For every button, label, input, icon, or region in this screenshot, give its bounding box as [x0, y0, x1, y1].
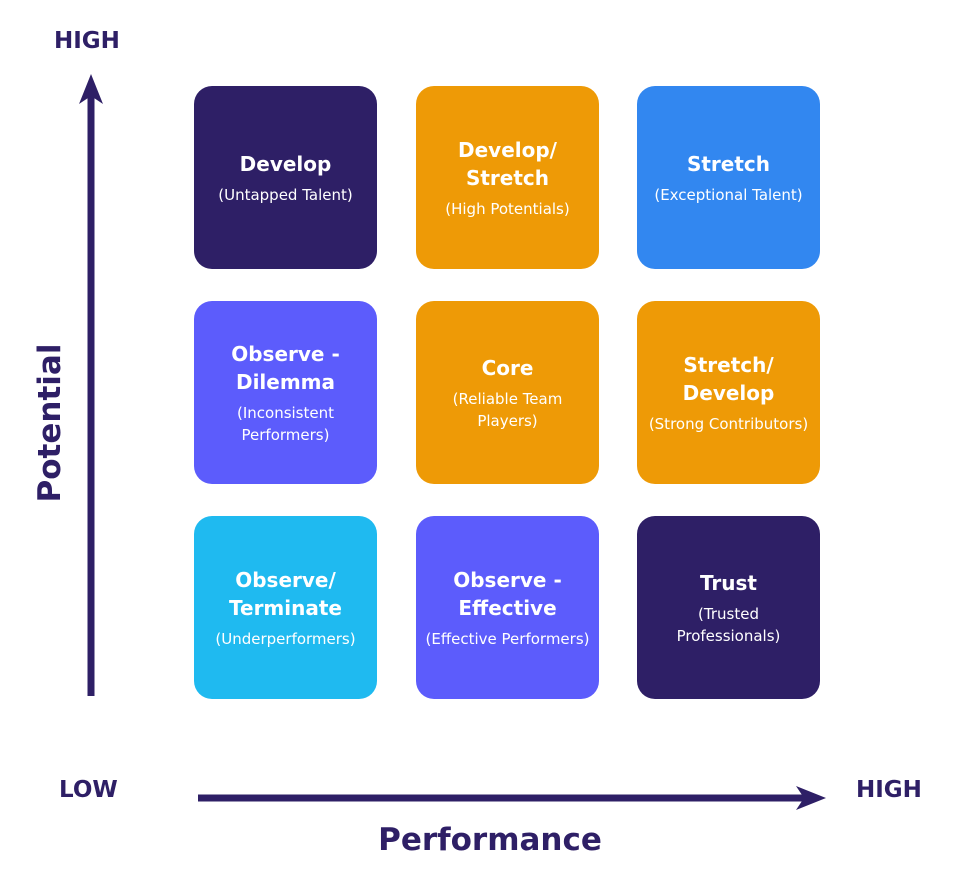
cell-title: Develop/ Stretch — [458, 137, 557, 190]
grid-cell-core: Core (Reliable Team Players) — [416, 301, 599, 484]
grid-cell-observe-terminate: Observe/ Terminate (Underperformers) — [194, 516, 377, 699]
grid-cell-develop-stretch: Develop/ Stretch (High Potentials) — [416, 86, 599, 269]
grid-cell-stretch-develop: Stretch/ Develop (Strong Contributors) — [637, 301, 820, 484]
x-axis-arrow — [198, 786, 826, 810]
cell-title: Observe/ Terminate — [229, 567, 342, 620]
cell-subtitle: (Effective Performers) — [425, 629, 590, 648]
cell-subtitle: (Exceptional Talent) — [654, 185, 803, 204]
cell-subtitle: (Strong Contributors) — [648, 414, 809, 433]
cell-subtitle: (Trusted Professionals) — [676, 604, 781, 645]
cell-subtitle: (Inconsistent Performers) — [236, 403, 334, 444]
grid-cell-observe-dilemma: Observe - Dilemma (Inconsistent Performe… — [194, 301, 377, 484]
grid-cell-trust: Trust (Trusted Professionals) — [637, 516, 820, 699]
cell-subtitle: (Reliable Team Players) — [452, 389, 563, 430]
y-axis-high-label: HIGH — [54, 28, 120, 54]
x-axis-low-label: LOW — [59, 777, 118, 803]
cell-title: Stretch — [686, 151, 771, 176]
cell-title: Trust — [699, 570, 757, 595]
grid-cell-stretch: Stretch (Exceptional Talent) — [637, 86, 820, 269]
cell-title: Observe - Dilemma — [231, 341, 340, 394]
cell-title: Stretch/ Develop — [682, 352, 775, 405]
grid-cell-observe-effective: Observe - Effective (Effective Performer… — [416, 516, 599, 699]
cell-subtitle: (Untapped Talent) — [218, 185, 353, 204]
cell-title: Develop — [239, 151, 332, 176]
x-axis-high-label: HIGH — [856, 777, 922, 803]
cell-subtitle: (High Potentials) — [445, 199, 570, 218]
y-axis-arrow — [79, 74, 103, 696]
cell-title: Core — [481, 355, 534, 380]
y-axis-title: Potential — [32, 343, 68, 503]
grid-cell-develop: Develop (Untapped Talent) — [194, 86, 377, 269]
cell-title: Observe - Effective — [453, 567, 562, 620]
x-axis-title: Performance — [378, 822, 602, 858]
cell-subtitle: (Underperformers) — [215, 629, 356, 648]
